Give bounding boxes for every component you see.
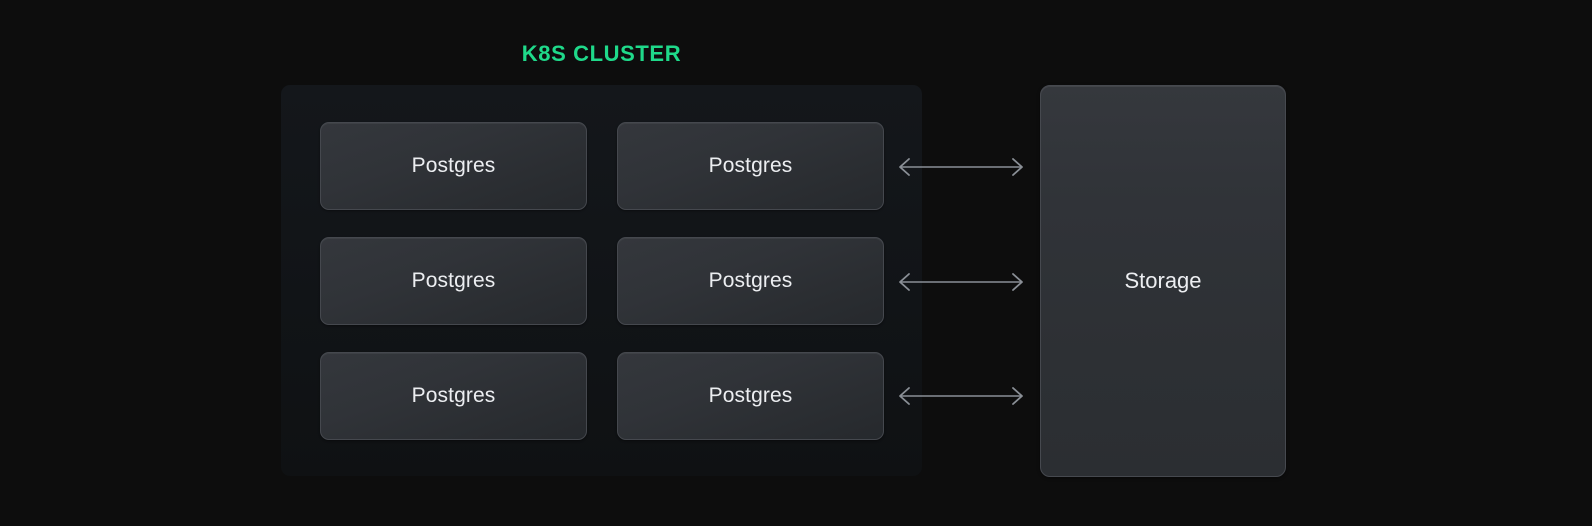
postgres-pod-label: Postgres <box>708 269 793 292</box>
postgres-pod-grid: Postgres Postgres Postgres Postgres Post… <box>320 122 884 440</box>
bidirectional-arrow-icon <box>890 155 1032 179</box>
postgres-pod-label: Postgres <box>411 384 496 407</box>
postgres-pod[interactable]: Postgres <box>617 122 884 210</box>
postgres-pod[interactable]: Postgres <box>617 352 884 440</box>
cluster-title: K8S CLUSTER <box>521 41 682 66</box>
postgres-pod-label: Postgres <box>708 154 793 177</box>
postgres-pod-label: Postgres <box>411 269 496 292</box>
postgres-pod[interactable]: Postgres <box>617 237 884 325</box>
postgres-pod[interactable]: Postgres <box>320 122 587 210</box>
postgres-pod-label: Postgres <box>708 384 793 407</box>
postgres-pod[interactable]: Postgres <box>320 237 587 325</box>
bidirectional-arrow-icon <box>890 270 1032 294</box>
bidirectional-arrow-icon <box>890 384 1032 408</box>
postgres-pod-label: Postgres <box>411 154 496 177</box>
storage-label: Storage <box>1124 268 1202 293</box>
storage-node[interactable]: Storage <box>1040 85 1286 477</box>
postgres-pod[interactable]: Postgres <box>320 352 587 440</box>
